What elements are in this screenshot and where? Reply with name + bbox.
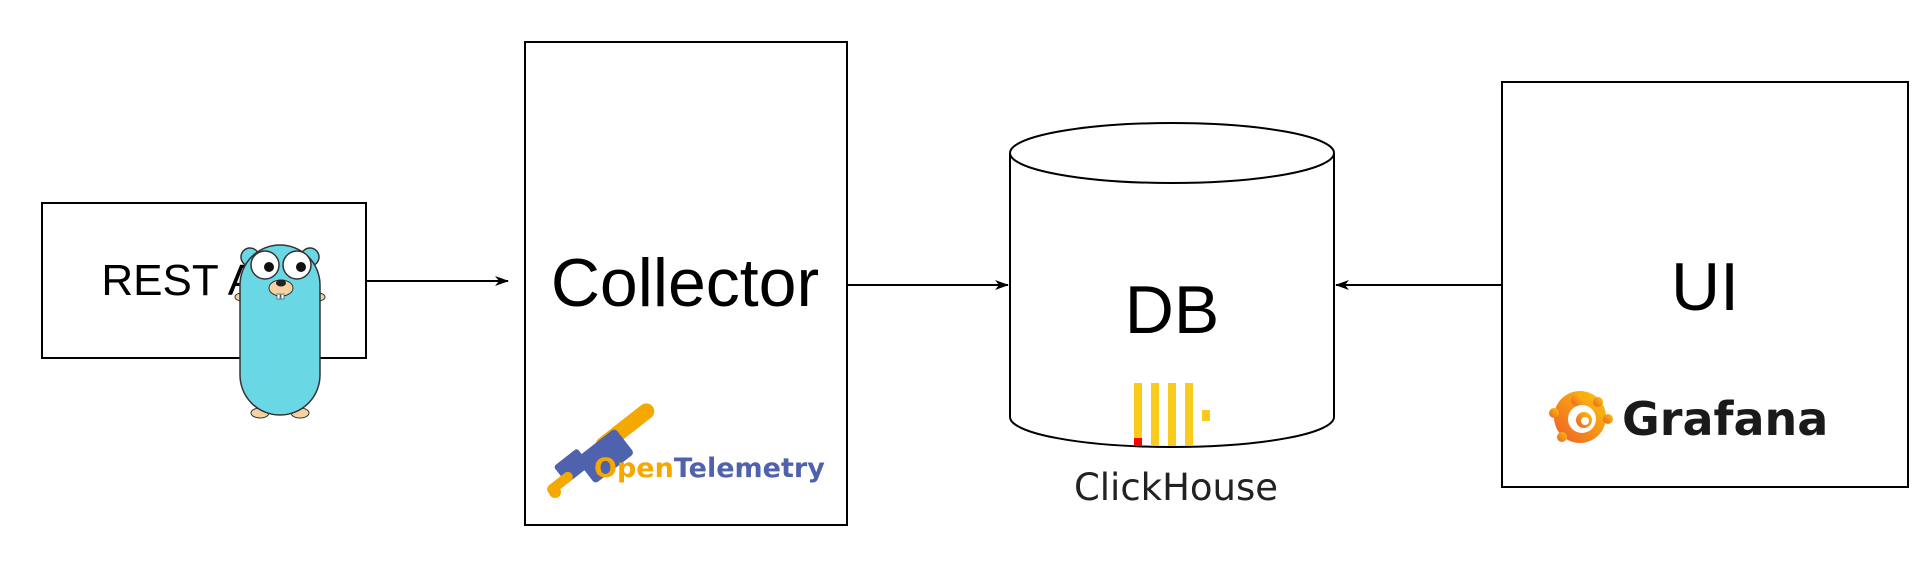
clickhouse-text: ClickHouse [1074,466,1278,509]
ui-label: UI [1671,249,1739,325]
db-cylinder-body [1009,153,1335,448]
go-gopher-icon [234,244,326,419]
opentelemetry-text-telemetry: Telemetry [674,453,825,484]
clickhouse-logo: ClickHouse [1074,383,1278,509]
svg-text:OpenTelemetry: OpenTelemetry [594,453,825,484]
grafana-text: Grafana [1622,392,1828,446]
db-label: DB [1125,272,1219,348]
collector-node: Collector [524,41,848,526]
opentelemetry-logo: OpenTelemetry [547,403,825,498]
grafana-logo: Grafana [1549,391,1828,446]
grafana-swirl-icon [1549,391,1613,443]
collector-box [524,41,848,526]
db-cylinder-top [1009,122,1335,184]
opentelemetry-text-open: Open [594,453,674,484]
db-node: DB [1009,122,1335,448]
collector-label: Collector [551,245,819,321]
telescope-icon [547,403,655,498]
